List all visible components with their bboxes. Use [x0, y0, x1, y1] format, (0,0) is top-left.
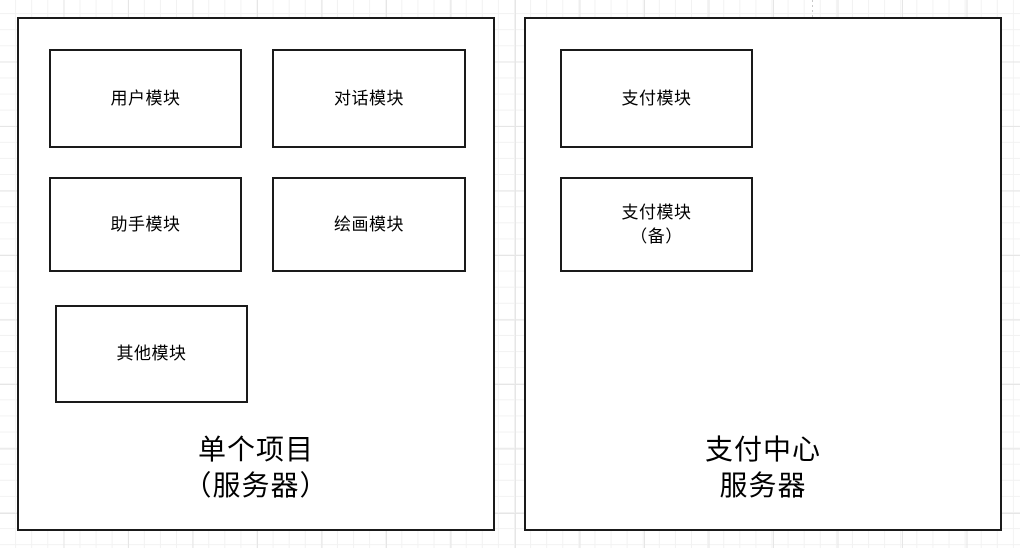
- container-caption-payment-center-server: 支付中心 服务器: [704, 434, 821, 501]
- module-box-other-module[interactable]: 其他模块: [55, 305, 248, 403]
- module-label-user-module: 用户模块: [110, 88, 181, 108]
- module-box-payment-module-backup[interactable]: 支付模块 （备）: [560, 177, 753, 272]
- module-box-dialog-module[interactable]: 对话模块: [272, 49, 466, 148]
- container-caption-single-project-server: 单个项目 （服务器）: [183, 434, 329, 501]
- module-label-payment-module-backup: 支付模块 （备）: [621, 202, 692, 246]
- module-label-payment-module: 支付模块: [621, 88, 692, 108]
- module-box-payment-module[interactable]: 支付模块: [560, 49, 753, 148]
- module-label-drawing-module: 绘画模块: [334, 214, 404, 234]
- module-box-user-module[interactable]: 用户模块: [49, 49, 242, 148]
- module-label-dialog-module: 对话模块: [334, 88, 404, 108]
- module-label-assistant-module: 助手模块: [110, 214, 181, 234]
- module-box-drawing-module[interactable]: 绘画模块: [272, 177, 466, 272]
- module-box-assistant-module[interactable]: 助手模块: [49, 177, 242, 272]
- module-label-other-module: 其他模块: [116, 344, 187, 363]
